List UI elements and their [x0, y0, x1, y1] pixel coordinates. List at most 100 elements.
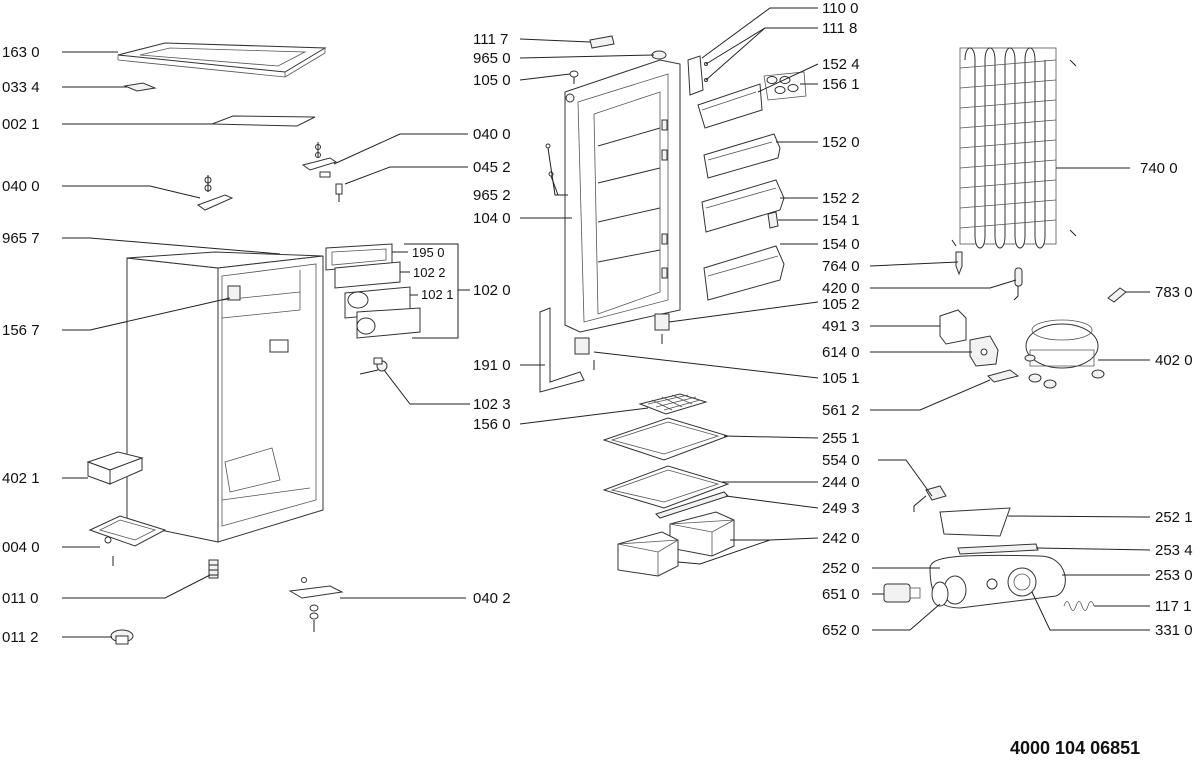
part-clip [123, 82, 157, 92]
part-door-bracket [574, 313, 670, 370]
part-relay [969, 335, 999, 367]
label-102-1: 102 1 [421, 287, 454, 302]
part-lamp-switch [913, 485, 947, 512]
label-102-2: 102 2 [413, 265, 446, 280]
part-door-shelf-3 [703, 245, 785, 301]
part-glass-shelf-1 [602, 417, 730, 461]
part-top-frame [117, 42, 327, 78]
label-004-0: 004 0 [2, 539, 40, 556]
label-253-4: 253 4 [1155, 542, 1193, 559]
part-compressor-bracket [987, 369, 1020, 383]
label-002-1: 002 1 [2, 116, 40, 133]
label-154-1: 154 1 [822, 212, 860, 229]
part-latch [359, 357, 388, 375]
label-040-0-right: 040 0 [473, 126, 511, 143]
part-lamp-cover [939, 507, 1011, 537]
label-111-8: 111 8 [822, 20, 857, 37]
part-sensor [1013, 267, 1023, 301]
label-491-3: 491 3 [822, 318, 860, 335]
part-thermostat-bulb [955, 251, 963, 276]
part-adjustable-foot [208, 559, 219, 579]
label-040-0-left: 040 0 [2, 178, 40, 195]
leader-lines [62, 7, 1151, 638]
label-965-0: 965 0 [473, 50, 511, 67]
part-crisper-1 [669, 511, 735, 557]
part-door-shelf-1 [703, 133, 781, 179]
label-011-0: 011 0 [2, 590, 38, 607]
label-045-2: 045 2 [473, 159, 511, 176]
part-egg-shelf [697, 71, 807, 129]
label-154-0: 154 0 [822, 236, 860, 253]
label-040-2: 040 2 [473, 590, 511, 607]
label-033-4: 033 4 [2, 79, 40, 96]
label-156-1: 156 1 [822, 76, 860, 93]
part-door-shelf-2 [701, 179, 785, 233]
label-105-2: 105 2 [822, 296, 860, 313]
part-relay-cover [939, 309, 967, 345]
label-163-0: 163 0 [2, 44, 40, 61]
part-door-gasket [539, 307, 585, 393]
part-screw-top [569, 70, 579, 84]
label-651-0: 651 0 [822, 586, 860, 603]
label-244-0: 244 0 [822, 474, 860, 491]
label-614-0: 614 0 [822, 344, 860, 361]
label-331-0: 331 0 [1155, 622, 1193, 639]
label-740-0: 740 0 [1140, 160, 1178, 177]
part-condenser [951, 47, 1077, 249]
label-102-3: 102 3 [473, 396, 511, 413]
part-plate [211, 115, 316, 127]
part-filter-drier [1107, 287, 1127, 303]
part-hinge-bottom [288, 577, 344, 632]
label-152-2: 152 2 [822, 190, 860, 207]
label-105-0: 105 0 [473, 72, 511, 89]
label-253-0: 253 0 [1155, 567, 1193, 584]
part-hinge-upper [301, 142, 338, 178]
label-252-0: 252 0 [822, 560, 860, 577]
part-foot-bracket [88, 515, 167, 566]
part-door-cap [651, 50, 667, 60]
label-402-0: 402 0 [1155, 352, 1193, 369]
part-ice-tray [638, 393, 708, 415]
document-number: 4000 104 06851 [1010, 738, 1141, 758]
part-glass-shelf-2 [602, 465, 730, 509]
label-105-1: 105 1 [822, 370, 860, 387]
label-191-0: 191 0 [473, 357, 511, 374]
label-156-7: 156 7 [2, 322, 40, 339]
part-cabinet [126, 251, 324, 543]
part-pin [335, 183, 343, 202]
label-965-2: 965 2 [473, 187, 511, 204]
label-783-0: 783 0 [1155, 284, 1193, 301]
part-small-clip [767, 211, 779, 229]
part-thermostat-housing [929, 554, 1066, 609]
label-764-0: 764 0 [822, 258, 860, 275]
part-compressor [1024, 319, 1105, 389]
part-crisper-2 [617, 531, 679, 577]
part-drip-tray [86, 451, 144, 485]
label-561-2: 561 2 [822, 402, 860, 419]
label-554-0: 554 0 [822, 452, 860, 469]
label-965-7: 965 7 [2, 230, 40, 247]
part-door-hinge [687, 55, 708, 96]
label-152-0: 152 0 [822, 134, 860, 151]
label-420-0: 420 0 [822, 280, 860, 297]
part-door-badge [589, 35, 615, 49]
part-lamp-ring [931, 581, 949, 607]
label-152-4: 152 4 [822, 56, 860, 73]
label-255-1: 255 1 [822, 430, 860, 447]
label-117-1: 117 1 [1155, 598, 1191, 615]
part-freezer-flap [325, 243, 421, 339]
part-labels: 163 0 033 4 002 1 040 0 965 7 156 7 402 … [2, 0, 1193, 646]
part-spring [1063, 601, 1095, 611]
label-111-7: 111 7 [473, 31, 508, 48]
part-hinge-left [196, 175, 234, 211]
label-102-0: 102 0 [473, 282, 511, 299]
part-lamp-socket [883, 583, 921, 603]
part-lamp-rail [957, 543, 1039, 555]
part-foot-knob [110, 629, 134, 645]
label-011-2: 011 2 [2, 629, 38, 646]
label-652-0: 652 0 [822, 622, 860, 639]
label-242-0: 242 0 [822, 530, 860, 547]
label-104-0: 104 0 [473, 210, 511, 227]
